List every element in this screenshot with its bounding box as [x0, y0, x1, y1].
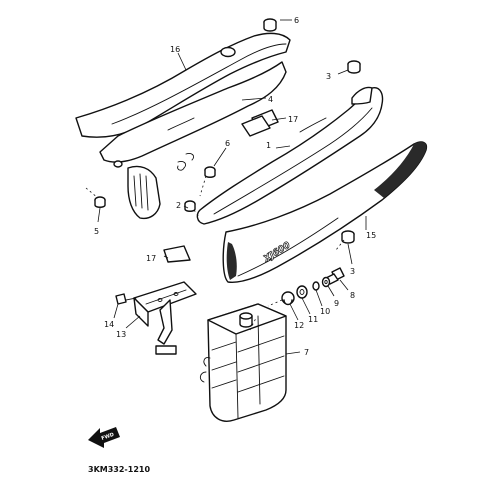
grommet-3-low [341, 230, 355, 244]
tank-cap [239, 312, 253, 328]
callout-labels: 16 6 3 4 17 6 1 5 2 15 17 3 8 9 10 11 12… [94, 16, 376, 357]
callout-4: 4 [268, 95, 273, 104]
callout-7: 7 [304, 348, 309, 357]
assembly-lines [85, 175, 345, 331]
fwd-arrow-icon: FWD [88, 427, 120, 448]
callout-1: 1 [266, 141, 271, 150]
bolt-14 [115, 293, 137, 305]
callout-3-low: 3 [350, 267, 355, 276]
callout-3-top: 3 [326, 72, 331, 81]
washer-9 [321, 276, 331, 288]
callout-11: 11 [308, 315, 318, 324]
grommet-6-top [263, 18, 277, 32]
callout-8: 8 [350, 291, 355, 300]
grommet-5 [94, 196, 106, 208]
left-side-cover [75, 32, 291, 220]
callout-15: 15 [366, 231, 376, 240]
callout-14: 14 [104, 320, 114, 329]
washer-10 [312, 281, 320, 291]
callout-9: 9 [334, 299, 339, 308]
bracket [115, 281, 197, 355]
grommet-3-top [347, 60, 361, 74]
callout-6-mid: 6 [225, 139, 230, 148]
damper-12 [281, 291, 295, 306]
callout-6-top: 6 [294, 16, 299, 25]
callout-10: 10 [320, 307, 330, 316]
reservoir-tank [199, 303, 287, 422]
callout-17-lower: 17 [146, 254, 156, 263]
bolt-assembly [281, 267, 345, 306]
drawing-code: 3KM332-1210 [88, 465, 150, 474]
fwd-label: FWD [101, 432, 115, 442]
grommets [94, 18, 361, 263]
callout-13: 13 [116, 330, 126, 339]
pad-17-lower [163, 245, 191, 263]
callout-5: 5 [94, 227, 99, 236]
lower-trim: XJ600 [222, 141, 428, 283]
leader-lines [97, 19, 367, 355]
grommet-6-mid [204, 166, 216, 178]
pad-17-upper [241, 115, 271, 137]
grommet-hole [220, 46, 236, 58]
callout-12: 12 [294, 321, 304, 330]
callout-2: 2 [176, 201, 181, 210]
collar-11 [296, 285, 308, 299]
grommet-2 [184, 200, 196, 212]
callout-16: 16 [170, 45, 180, 54]
callout-17-upper: 17 [288, 115, 298, 124]
